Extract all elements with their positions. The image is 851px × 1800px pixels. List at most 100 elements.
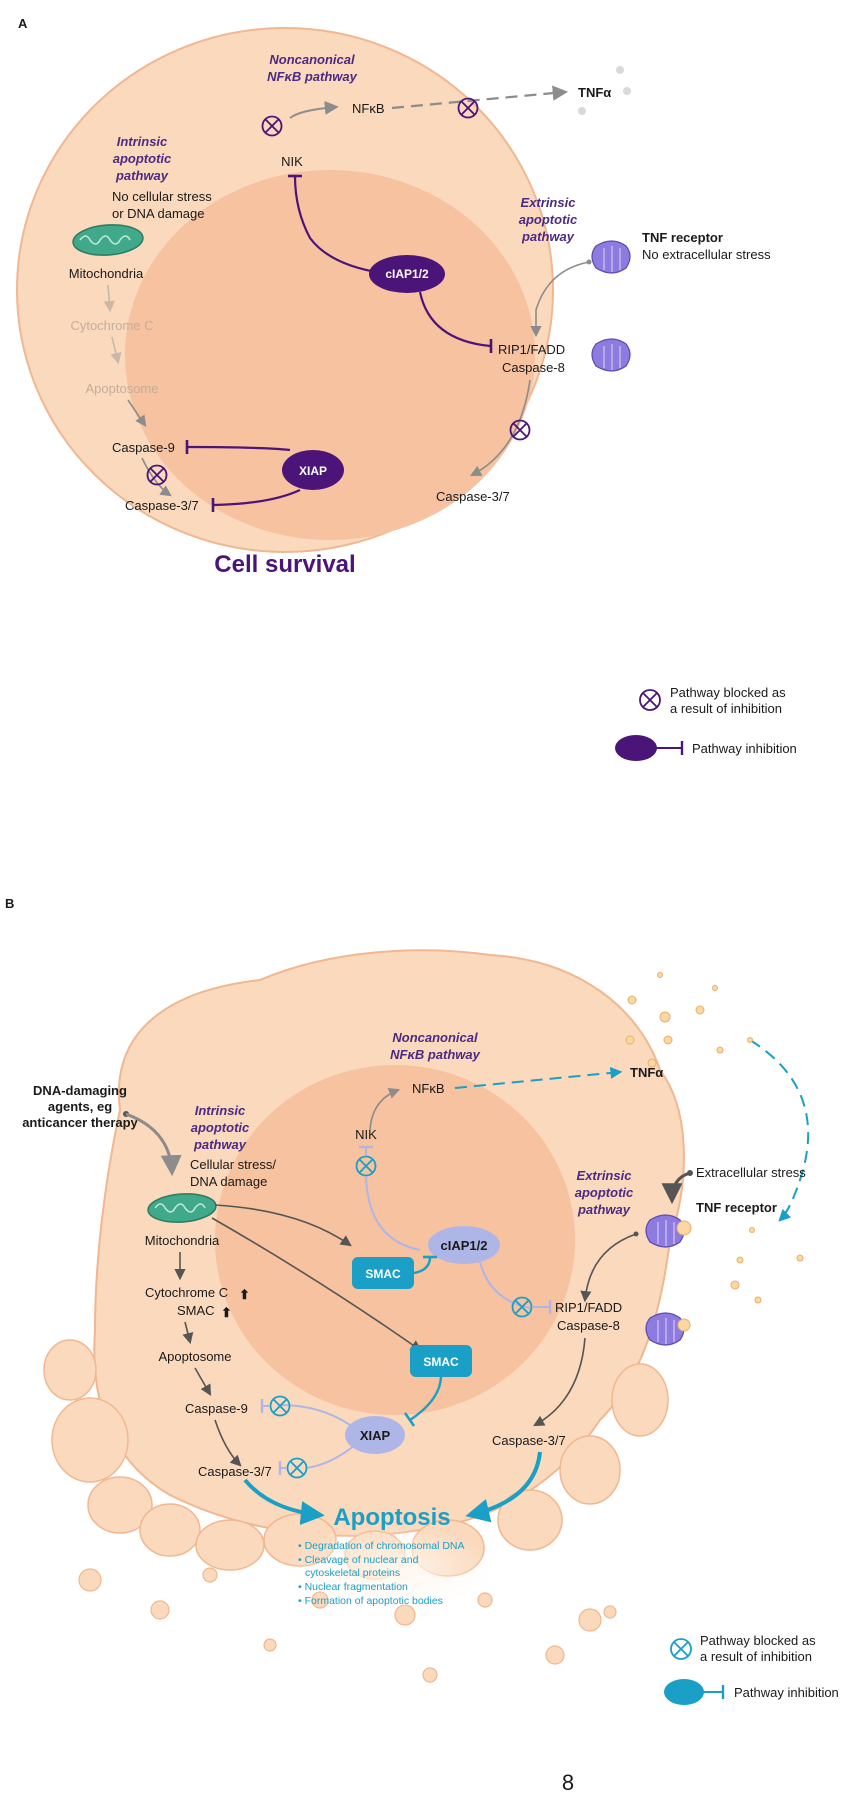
- b-mitochondria-icon: [147, 1193, 217, 1223]
- b-intrinsic-title-1: Intrinsic: [195, 1103, 246, 1118]
- a-no-extracellular-label: No extracellular stress: [642, 247, 771, 262]
- b-tnf-receptor-label: TNF receptor: [696, 1200, 777, 1215]
- b-dna-agents-1: DNA-damaging: [33, 1083, 127, 1098]
- b-smac-box-1: [352, 1257, 414, 1289]
- b-blocked-icon-nik: [355, 1155, 377, 1177]
- a-legend-inhibition-icon: [615, 735, 684, 761]
- b-dna-agents-2: agents, eg: [48, 1099, 112, 1114]
- b-caspase9-label: Caspase-9: [185, 1401, 248, 1416]
- b-blocked-icon-caspase9: [269, 1395, 291, 1417]
- a-tnf-receptor-label: TNF receptor: [642, 230, 723, 245]
- panel-b-letter: B: [5, 896, 14, 911]
- b-agents-arrow: [125, 1112, 182, 1177]
- a-tnfa-dot: [616, 66, 624, 74]
- a-tnfa-label: TNFα: [578, 85, 611, 100]
- b-smac-box-1-label: SMAC: [365, 1267, 401, 1281]
- a-caspase8-label: Caspase-8: [502, 360, 565, 375]
- b-outcome-list: • Degradation of chromosomal DNA • Cleav…: [298, 1540, 465, 1607]
- a-ciap-node: [369, 255, 445, 293]
- a-caspase37-left-label: Caspase-3/7: [125, 498, 199, 513]
- b-outcome-item: • Cleavage of nuclear and: [298, 1554, 419, 1566]
- a-extrinsic-title-3: pathway: [521, 229, 575, 244]
- page-number: 8: [562, 1770, 574, 1795]
- a-intrinsic-title-1: Intrinsic: [117, 134, 168, 149]
- b-tnfa-particles: [625, 972, 804, 1304]
- a-legend-blocked-1: Pathway blocked as: [670, 685, 786, 700]
- a-apoptosome-label: Apoptosome: [86, 381, 159, 396]
- b-caspase37-right-label: Caspase-3/7: [492, 1433, 566, 1448]
- b-mito-to-smac2-arrow: [211, 1217, 422, 1352]
- panel-a: A Noncanonical NFκB pathway NFκB TNFα NI…: [16, 16, 797, 761]
- b-legend-blocked-icon: [670, 1638, 692, 1660]
- a-intrinsic-title-3: pathway: [115, 168, 169, 183]
- a-noncanonical-title-2: NFκB pathway: [267, 69, 357, 84]
- b-outcome-item: • Degradation of chromosomal DNA: [298, 1540, 465, 1552]
- b-legend-inhibition: Pathway inhibition: [734, 1685, 839, 1700]
- b-apoptosome-label: Apoptosome: [159, 1349, 232, 1364]
- panel-b: B: [5, 896, 839, 1705]
- a-nfkb-to-tnfa-arrow: [391, 85, 569, 110]
- a-tnf-receptor-icon-2: [591, 338, 631, 372]
- a-tnf-receptor-icon-1: [591, 240, 631, 274]
- a-tnfa-dot: [623, 87, 631, 95]
- b-tnfa-label: TNFα: [630, 1065, 663, 1080]
- b-legend-blocked-1: Pathway blocked as: [700, 1633, 816, 1648]
- b-caspase8-label: Caspase-8: [557, 1318, 620, 1333]
- a-extrinsic-title-2: apoptotic: [519, 212, 578, 227]
- b-outcome-item: cytoskeletal proteins: [305, 1567, 400, 1579]
- b-blocked-icon-rip1: [511, 1296, 533, 1318]
- a-noncanonical-title-1: Noncanonical: [269, 52, 355, 67]
- a-no-stress-2: or DNA damage: [112, 206, 205, 221]
- a-nik-label: NIK: [281, 154, 303, 169]
- b-noncanonical-title-2: NFκB pathway: [390, 1047, 480, 1062]
- a-blocked-icon-caspase9: [146, 464, 168, 486]
- a-outcome-label: Cell survival: [214, 551, 355, 578]
- b-cytochrome-up-icon: ⬆: [239, 1287, 250, 1302]
- a-xiap-node: [282, 450, 344, 490]
- a-nfkb-label: NFκB: [352, 101, 385, 116]
- b-tnfa-feedback-arrow: [749, 1039, 810, 1222]
- a-caspase37-right-label: Caspase-3/7: [436, 489, 510, 504]
- a-extrinsic-title-1: Extrinsic: [521, 195, 577, 210]
- a-caspase9-label: Caspase-9: [112, 440, 175, 455]
- b-mito-to-smac1-arrow: [214, 1204, 352, 1247]
- b-left-to-apoptosis-arrow: [243, 1478, 325, 1526]
- a-legend-inhibition: Pathway inhibition: [692, 741, 797, 756]
- b-outcome-label: Apoptosis: [333, 1504, 450, 1531]
- a-ciap-inhibits-rip1: [418, 291, 491, 348]
- b-dna-agents-3: anticancer therapy: [22, 1115, 138, 1130]
- b-intrinsic-title-3: pathway: [193, 1137, 247, 1152]
- a-xiap-label: XIAP: [299, 464, 327, 478]
- b-nik-label: NIK: [355, 1127, 377, 1142]
- b-ciap-label: cIAP1/2: [441, 1238, 488, 1253]
- b-smac-small-label: SMAC: [177, 1303, 215, 1318]
- a-ciap-inhibits-nik: [293, 175, 383, 275]
- a-nik-to-nfkb-arrow: [289, 100, 339, 119]
- b-ciap-node: [428, 1226, 500, 1264]
- a-mitochondria-label: Mitochondria: [69, 266, 144, 281]
- b-right-to-apoptosis-arrow: [465, 1451, 542, 1523]
- a-ciap-label: cIAP1/2: [385, 267, 429, 281]
- b-caspase8-to-caspase37-arrow: [533, 1337, 586, 1427]
- b-extrinsic-title-1: Extrinsic: [577, 1168, 633, 1183]
- b-smac-box-2: [410, 1345, 472, 1377]
- a-blocked-icon-nfkb: [457, 97, 479, 119]
- b-extrinsic-title-2: apoptotic: [575, 1185, 634, 1200]
- b-outcome-item: • Nuclear fragmentation: [298, 1581, 408, 1593]
- b-noncanonical-title-1: Noncanonical: [392, 1030, 478, 1045]
- b-nfkb-to-tnfa-arrow: [454, 1066, 623, 1089]
- b-outcome-item: • Formation of apoptotic bodies: [298, 1595, 443, 1607]
- a-no-stress-1: No cellular stress: [112, 189, 212, 204]
- b-rip1-label: RIP1/FADD: [555, 1300, 622, 1315]
- b-blocked-icon-caspase37: [286, 1457, 308, 1479]
- b-caspase37-left-label: Caspase-3/7: [198, 1464, 272, 1479]
- a-mitochondria-icon: [72, 224, 144, 256]
- b-extracellular-label: Extracellular stress: [696, 1165, 806, 1180]
- b-stress-2: DNA damage: [190, 1174, 267, 1189]
- b-legend-blocked-2: a result of inhibition: [700, 1649, 812, 1664]
- a-blocked-icon-nik: [261, 115, 283, 137]
- a-tnfa-dot: [578, 107, 586, 115]
- b-tnf-receptor-icon-1: [645, 1214, 692, 1248]
- b-ciap-to-nik-line: [365, 1175, 421, 1251]
